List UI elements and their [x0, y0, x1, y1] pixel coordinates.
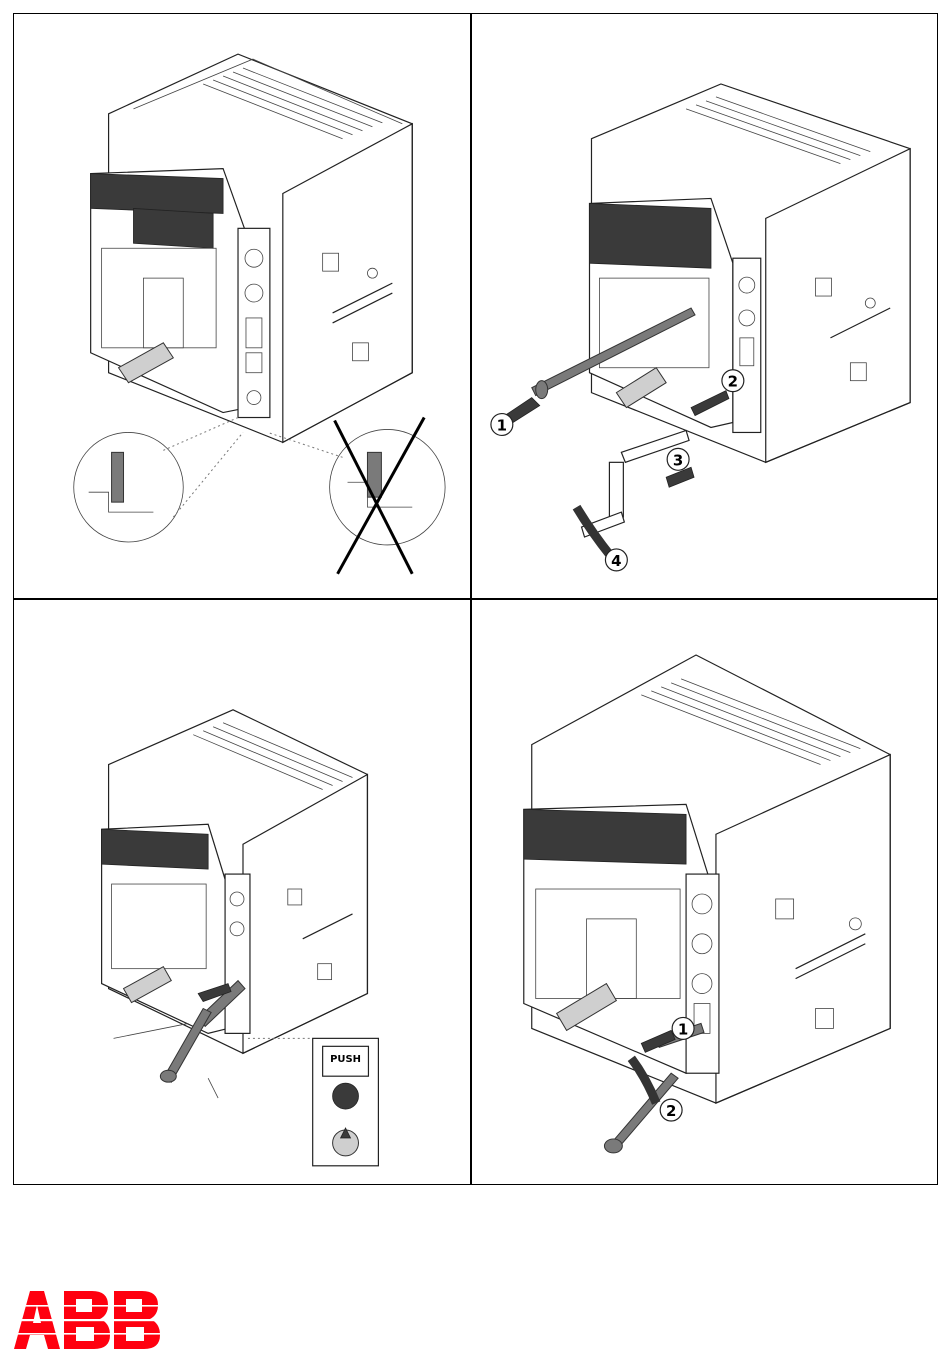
svg-text:2: 2: [728, 373, 738, 391]
svg-text:3: 3: [673, 451, 683, 469]
breaker-illustration-3: PUSH: [14, 600, 470, 1184]
figure-panel-1: [13, 13, 471, 599]
step-marker-2: 2: [722, 370, 744, 392]
breaker-illustration-4: 1 2: [472, 600, 937, 1184]
abb-logo: [14, 1291, 160, 1349]
step-marker-1: 1: [672, 1017, 694, 1039]
step-marker-2: 2: [660, 1099, 682, 1121]
push-label: PUSH: [330, 1054, 361, 1065]
svg-text:2: 2: [666, 1102, 676, 1120]
step-marker-4: 4: [605, 549, 627, 571]
svg-text:4: 4: [611, 552, 621, 570]
svg-text:1: 1: [497, 416, 507, 434]
figure-panel-2: 1 2 3 4: [471, 13, 938, 599]
breaker-illustration-1: [14, 14, 470, 598]
step-marker-3: 3: [667, 448, 689, 470]
figure-panel-3: PUSH: [13, 599, 471, 1185]
step-marker-1: 1: [491, 414, 513, 436]
svg-text:1: 1: [678, 1020, 688, 1038]
breaker-illustration-2: 1 2 3 4: [472, 14, 937, 598]
figure-panel-4: 1 2: [471, 599, 938, 1185]
